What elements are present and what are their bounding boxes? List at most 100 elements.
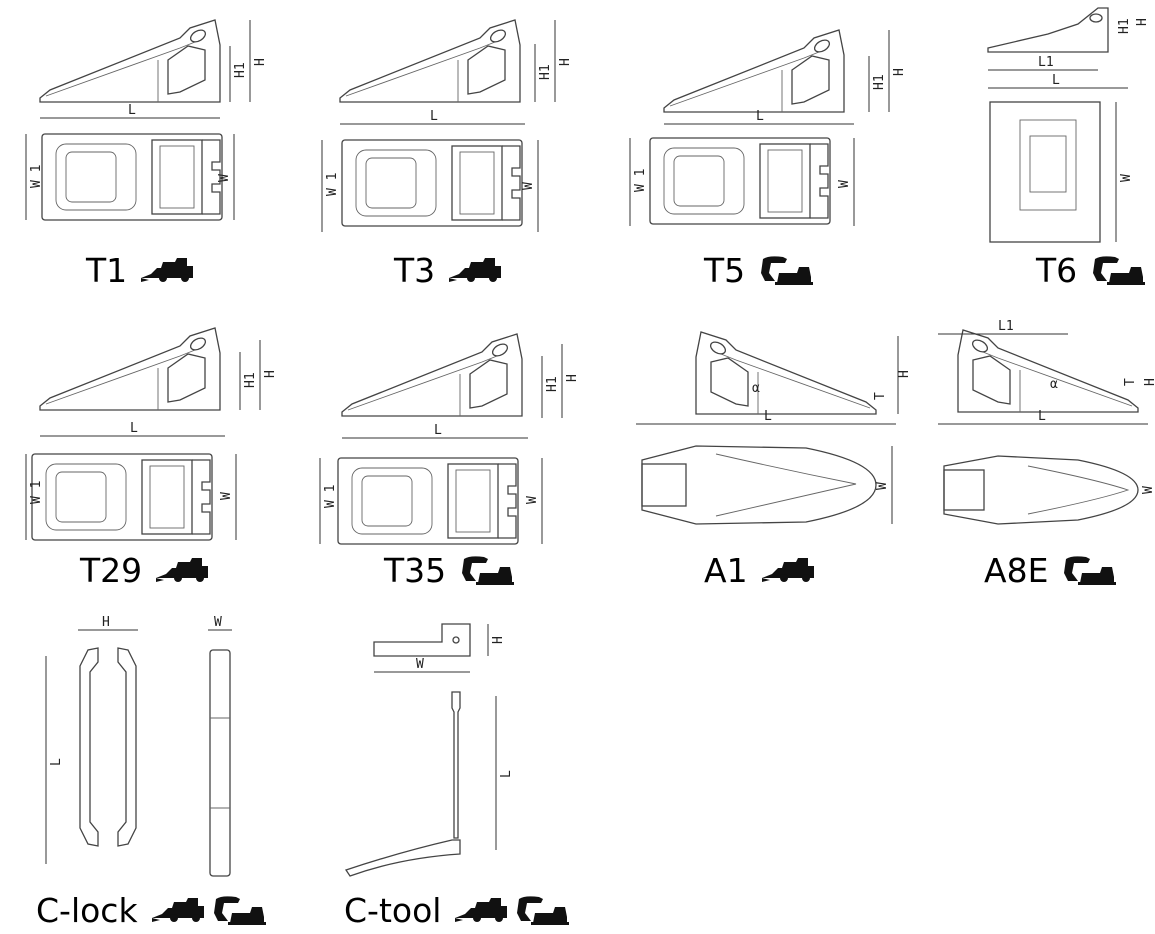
dimension-label-h: H <box>897 370 912 378</box>
dimension-label-t: T <box>1123 378 1138 386</box>
loader-icon <box>761 557 814 582</box>
t3-side-view: L H H1 <box>339 19 573 125</box>
dimension-label-w1: W 1 <box>633 169 648 192</box>
excavator-icon <box>213 895 266 925</box>
loader-icon <box>141 257 194 282</box>
t5-top-view: W 1 W <box>629 137 855 226</box>
a8e-label: A8E <box>984 551 1049 590</box>
c-lock-caption: C-lock <box>36 894 268 927</box>
dimension-label-l: L <box>1052 73 1060 88</box>
a1-alpha-label: α <box>752 381 760 396</box>
dimension-label-h1: H1 <box>1117 18 1132 34</box>
item-t5: L H H1 W 1 W T5 <box>620 0 910 300</box>
t5-side-view: L H H1 <box>663 29 907 125</box>
dimension-label-h: H <box>253 58 268 66</box>
excavator-icon <box>1093 255 1146 285</box>
excavator-icon <box>761 255 814 285</box>
dimension-label-h: H <box>558 58 573 66</box>
a1-label: A1 <box>704 551 748 590</box>
dimension-label-l1: L1 <box>998 319 1014 334</box>
dimension-label-w: W <box>525 496 540 504</box>
dimension-label-h: H <box>263 370 278 378</box>
c-tool-caption: C-tool <box>344 894 571 927</box>
loader-icon <box>156 557 209 582</box>
t6-caption: T6 <box>1036 254 1147 287</box>
t29-caption: T29 <box>80 554 210 587</box>
dimension-label-l: L <box>434 423 442 438</box>
t1-top-view: W 1 W <box>25 133 235 221</box>
dimension-label-l: L <box>764 409 772 424</box>
dimension-label-l: L <box>756 109 764 124</box>
dimension-label-w: W <box>416 657 424 672</box>
c-tool-label: C-tool <box>344 891 442 930</box>
t1-label: T1 <box>86 251 128 290</box>
dimension-label-w: W <box>875 482 890 490</box>
dimension-label-w: W <box>837 180 852 188</box>
dimension-label-h: H <box>102 615 110 630</box>
dimension-label-w: W <box>521 182 536 190</box>
item-t35: L H H1 W 1 W T35 <box>300 312 600 602</box>
c-lock-side-view: W <box>208 615 232 877</box>
c-lock-label: C-lock <box>36 891 138 930</box>
dimension-label-w: W <box>214 615 222 630</box>
t5-caption: T5 <box>704 254 815 287</box>
item-t3: L H H1 W 1 W T3 <box>300 0 590 300</box>
dimension-label-h: H <box>1143 378 1155 386</box>
t29-label: T29 <box>80 551 143 590</box>
excavator-icon <box>517 895 570 925</box>
excavator-icon <box>1064 555 1117 585</box>
dimension-label-h1: H1 <box>872 74 887 90</box>
a1-top-view: W <box>641 445 893 525</box>
dimension-label-l: L <box>1038 409 1046 424</box>
dimension-label-l: L <box>49 758 64 766</box>
dimension-label-w1: W 1 <box>323 485 338 508</box>
t35-side-view: L H H1 <box>341 333 580 439</box>
t6-label: T6 <box>1036 251 1078 290</box>
excavator-icon <box>462 555 515 585</box>
dimension-label-h1: H1 <box>545 376 560 392</box>
dimension-label-h1: H1 <box>233 62 248 78</box>
dimension-label-h1: H1 <box>243 372 258 388</box>
dimension-label-w: W <box>1119 174 1134 182</box>
dimension-label-w: W <box>217 174 232 182</box>
c-tool-top-view: WH <box>373 623 506 673</box>
dimension-label-w: W <box>1141 486 1155 494</box>
t1-caption: T1 <box>86 254 195 287</box>
t1-side-view: L H H1 <box>39 19 268 119</box>
t3-label: T3 <box>394 251 436 290</box>
loader-icon <box>449 257 502 282</box>
t35-label: T35 <box>384 551 447 590</box>
c-tool-side-view: L <box>344 691 514 877</box>
dimension-label-h: H <box>565 374 580 382</box>
dimension-label-h1: H1 <box>538 64 553 80</box>
dimension-label-l1: L1 <box>1038 55 1054 70</box>
c-lock-front-view: HL <box>45 615 138 864</box>
t6-top-view: W <box>989 101 1134 243</box>
dimension-label-l: L <box>128 103 136 118</box>
t3-caption: T3 <box>394 254 503 287</box>
dimension-label-w1: W 1 <box>325 173 340 196</box>
t35-caption: T35 <box>384 554 516 587</box>
t3-top-view: W 1 W <box>321 139 539 232</box>
t35-top-view: W 1 W <box>319 457 543 545</box>
a1-caption: A1 <box>704 554 816 587</box>
dimension-label-h: H <box>892 68 907 76</box>
dimension-label-h: H <box>1135 18 1150 26</box>
dimension-label-l: L <box>430 109 438 124</box>
a8e-caption: A8E <box>984 554 1118 587</box>
a8e-top-view: W <box>943 455 1155 525</box>
loader-icon <box>455 897 508 922</box>
dimension-label-w1: W 1 <box>29 165 44 188</box>
dimension-label-w1: W 1 <box>29 481 44 504</box>
a1-side-view: α LHT <box>636 331 912 425</box>
loader-icon <box>151 897 204 922</box>
item-t1: L H H1 T1 W 1 W <box>0 0 290 300</box>
